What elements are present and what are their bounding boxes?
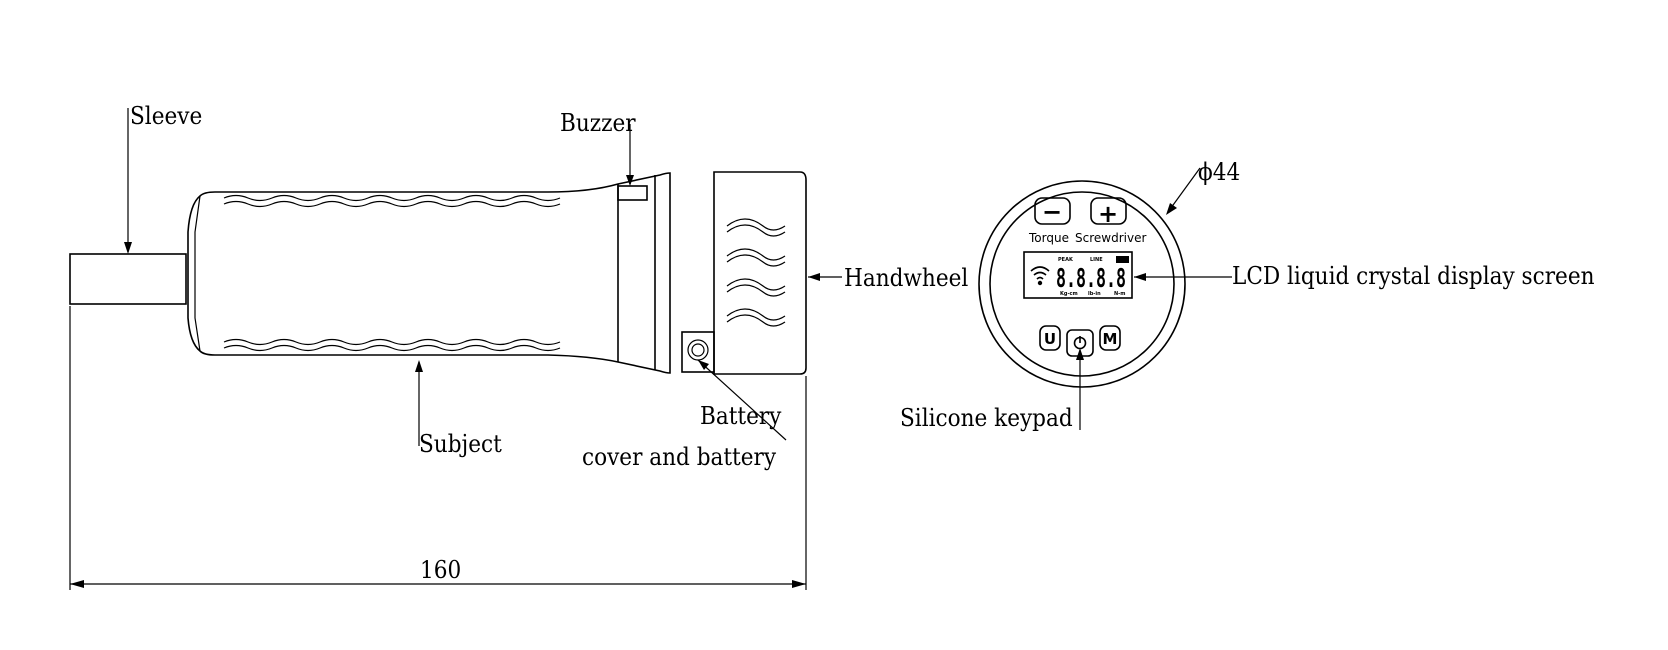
unit-key-label: U — [1044, 330, 1056, 348]
minus-key[interactable] — [1034, 197, 1071, 225]
minus-key-symbol: − — [1042, 198, 1062, 226]
plus-key-symbol: + — [1098, 200, 1118, 228]
handwheel — [713, 171, 807, 375]
diameter-dimension: ϕ44 — [1198, 158, 1240, 186]
panel-title-right: Screwdriver — [1075, 231, 1146, 245]
unit-key[interactable] — [1039, 325, 1061, 351]
panel-title-left: Torque — [1028, 231, 1069, 245]
lcd-label: LCD liquid crystal display screen — [1232, 262, 1595, 290]
grip-pattern-top — [223, 194, 561, 208]
front-panel: − + Torque Screwdriver PEAK LINE 8.8.8.8… — [978, 180, 1186, 388]
battery-label-line1: Battery — [700, 402, 782, 430]
grip-pattern-bottom — [223, 338, 561, 352]
power-key[interactable] — [1066, 329, 1094, 357]
lcd-digits: 8.8.8.8 — [1056, 264, 1126, 294]
lcd-unit-kgcm: Kg-cm — [1060, 291, 1078, 297]
lcd-unit-nm: N-m — [1114, 291, 1125, 297]
keypad-label: Silicone keypad — [900, 404, 1073, 432]
mode-key[interactable] — [1099, 325, 1121, 351]
handwheel-label: Handwheel — [844, 264, 968, 292]
subject-label: Subject — [419, 430, 502, 458]
buzzer-label: Buzzer — [560, 109, 636, 137]
mode-key-label: M — [1103, 330, 1118, 348]
panel-outer-ring — [978, 180, 1186, 388]
battery-label-line2: cover and battery — [582, 443, 777, 471]
plus-key[interactable] — [1090, 197, 1127, 225]
tool-side-view — [69, 171, 807, 375]
length-dimension: 160 — [420, 556, 461, 584]
lcd-battery-icon — [1116, 256, 1129, 263]
labels: Sleeve Buzzer Handwheel Subject Battery … — [130, 102, 1595, 584]
sleeve-shaft — [69, 253, 187, 305]
lcd-line-text: LINE — [1090, 257, 1103, 263]
sleeve-label: Sleeve — [130, 102, 202, 130]
lcd-peak-text: PEAK — [1058, 257, 1074, 263]
body-outline — [187, 172, 671, 374]
leaders — [69, 108, 1232, 590]
wifi-icon — [1030, 266, 1050, 286]
battery-cover — [681, 331, 715, 373]
buzzer — [617, 185, 648, 201]
panel-inner-ring — [989, 191, 1175, 377]
lcd-unit-lbin: lb-in — [1088, 291, 1101, 297]
power-icon — [1073, 336, 1087, 350]
lcd-screen — [1023, 251, 1133, 299]
handwheel-grip-pattern — [726, 218, 786, 327]
